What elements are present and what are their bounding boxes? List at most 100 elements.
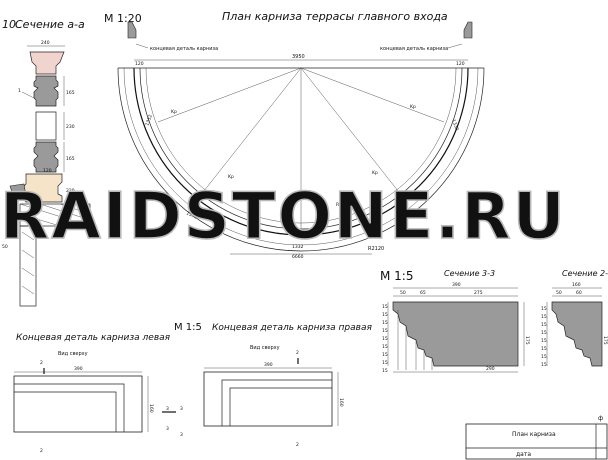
plan-seg-1332-e: 1332	[292, 244, 304, 250]
section-aa-dim-120: 120	[43, 168, 52, 174]
shaft-outline	[35, 111, 57, 141]
end-left-dim-160: 160	[148, 404, 154, 413]
end-right-view-label: Вид сверху	[250, 345, 280, 351]
section-33-title: Сечение 3-3	[444, 269, 495, 278]
section-aa-dim-230: 230	[66, 124, 75, 130]
s22-left-dim-1: 15	[541, 306, 547, 312]
plan-dim-120-left: 120	[135, 61, 144, 67]
s33-left-dim-6: 15	[382, 344, 388, 350]
end-right-mark-3-b: 3	[180, 432, 183, 438]
radius-line-3	[199, 67, 302, 197]
section-aa-marker-1: 1	[18, 88, 21, 94]
wall-hatch	[21, 231, 35, 295]
leader-end-right	[447, 43, 463, 49]
section-22-title: Сечение 2-2	[562, 269, 608, 278]
arc-outer-2	[123, 67, 479, 246]
end-left-mark-3-a: 3	[166, 406, 169, 412]
s22-left-dim-6: 15	[541, 346, 547, 352]
s33-left-dim-3: 15	[382, 320, 388, 326]
title-block: План карниза дата ф	[465, 415, 608, 460]
section-aa-dim-220: 220	[66, 188, 75, 194]
s22-dim-50: 50	[556, 290, 562, 296]
radius-line-2	[300, 67, 445, 123]
plan-kp-5: Kp	[295, 194, 301, 200]
s22-left-dim-4: 15	[541, 330, 547, 336]
end-right-mark-2-b: 2	[296, 442, 299, 448]
end-piece-right-mark	[463, 21, 473, 39]
s33-left-dim-7: 15	[382, 352, 388, 358]
terrace-cornice-plan-view: М 1:20 План карниза террасы главного вхо…	[104, 10, 485, 260]
title-block-corner: ф	[598, 415, 603, 422]
s22-dim-60: 60	[576, 290, 582, 296]
end-left-dim-390: 390	[74, 366, 83, 372]
s22-left-dim-5: 15	[541, 338, 547, 344]
end-right-scale: М 1:5	[174, 322, 202, 333]
plan-kp-2: Kp	[410, 104, 416, 110]
plan-dim-6660: 6660	[292, 254, 304, 260]
plan-kp-4: Kp	[372, 170, 378, 176]
s22-left-dim-3: 15	[541, 322, 547, 328]
s33-dim-175: 175	[524, 336, 530, 345]
watermark: RAIDSTONE.RU	[0, 180, 567, 254]
s22-dim-160: 160	[572, 282, 581, 288]
title-block-frame	[465, 423, 608, 460]
baluster-block-lower	[33, 141, 59, 173]
section-aa-dim-50: 50	[2, 244, 8, 250]
s33-profile-extensions	[397, 310, 433, 370]
leader-end-left	[135, 43, 149, 49]
title-block-title: План карниза	[512, 431, 556, 438]
s22-left-dim-8: 15	[541, 362, 547, 368]
s22-left-dim-2: 15	[541, 314, 547, 320]
plan-seg-1332-a: 1332	[144, 114, 154, 127]
arc-outer	[117, 67, 485, 252]
section-22-profile	[551, 301, 603, 367]
section-aa-dim-165-a: 165	[66, 90, 75, 96]
radius-line-4	[300, 67, 403, 197]
sections-m15-view: М 1:5 Сечение 3-3 Сечение 2-2 390 50 65 …	[380, 269, 608, 374]
end-right-mark-3-a: 3	[180, 406, 183, 412]
leader-1	[21, 91, 35, 99]
s33-left-dim-4: 15	[382, 328, 388, 334]
end-left-mark-2-a: 2	[40, 360, 43, 366]
title-block-date-label: дата	[516, 451, 531, 458]
arc-main	[133, 67, 469, 236]
plan-end-left-label: концевая деталь карниза	[150, 46, 218, 52]
section-33-profile	[392, 301, 519, 367]
plan-title: План карниза террасы главного входа	[222, 10, 448, 23]
s33-left-dim-5: 15	[382, 336, 388, 342]
radius-line-1	[157, 67, 302, 123]
cornice-profile-small	[9, 183, 27, 199]
end-detail-right-view: М 1:5 Концевая деталь карниза правая Вид…	[174, 322, 372, 448]
slab-hatch	[19, 203, 91, 227]
end-left-view-label: Вид сверху	[58, 351, 88, 357]
s33-dim-65: 65	[420, 290, 426, 296]
end-left-outline	[13, 375, 143, 433]
end-right-mark-2-a: 2	[296, 350, 299, 356]
baluster-block-upper	[33, 75, 59, 107]
end-right-dim-390: 390	[264, 362, 273, 368]
plan-kp-3: Kp	[228, 174, 234, 180]
s33-left-dim-8: 15	[382, 360, 388, 366]
plan-dim-120-right: 120	[456, 61, 465, 67]
plan-kp-1: Kp	[171, 109, 177, 115]
section-aa-scale-prefix: 10	[2, 18, 16, 31]
section-aa-dim-240: 240	[41, 40, 50, 46]
section-aa-view: 10 Сечение а-а 240 165 230 165 220 120 1…	[2, 18, 91, 307]
end-right-outline	[203, 371, 333, 427]
s33-left-dim-1: 15	[382, 304, 388, 310]
section-aa-dim-30: 30	[38, 228, 44, 234]
end-piece-left-mark	[127, 21, 137, 39]
end-left-mark-2-b: 2	[40, 448, 43, 454]
s33-dim-290: 290	[486, 366, 495, 372]
end-right-title: Концевая деталь карниза правая	[212, 323, 372, 333]
s22-left-dim-7: 15	[541, 354, 547, 360]
end-detail-left-view: Концевая деталь карниза левая Вид сверху…	[13, 333, 176, 454]
s33-dim-50: 50	[400, 290, 406, 296]
plan-radius-b: R2185	[336, 202, 351, 208]
sections-scale: М 1:5	[380, 269, 413, 283]
plan-scale: М 1:20	[104, 12, 142, 25]
end-left-title: Концевая деталь карниза левая	[16, 333, 171, 343]
section-aa-title: Сечение а-а	[15, 18, 85, 31]
end-left-inner-lines	[14, 383, 125, 432]
